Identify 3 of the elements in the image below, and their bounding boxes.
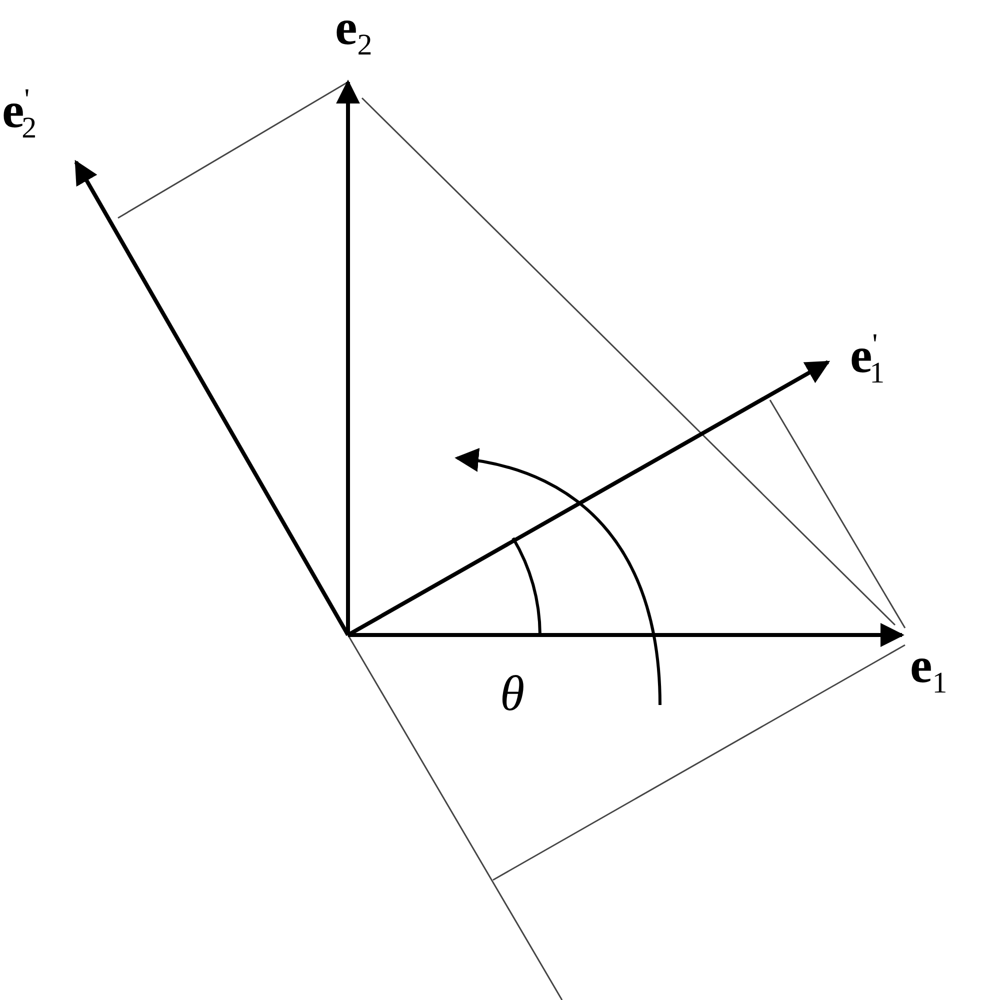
vector-label: e$_{1}$ <box>910 640 948 698</box>
vector-label: e$_{2}$ <box>335 2 372 60</box>
angle-label: θ <box>500 668 525 718</box>
